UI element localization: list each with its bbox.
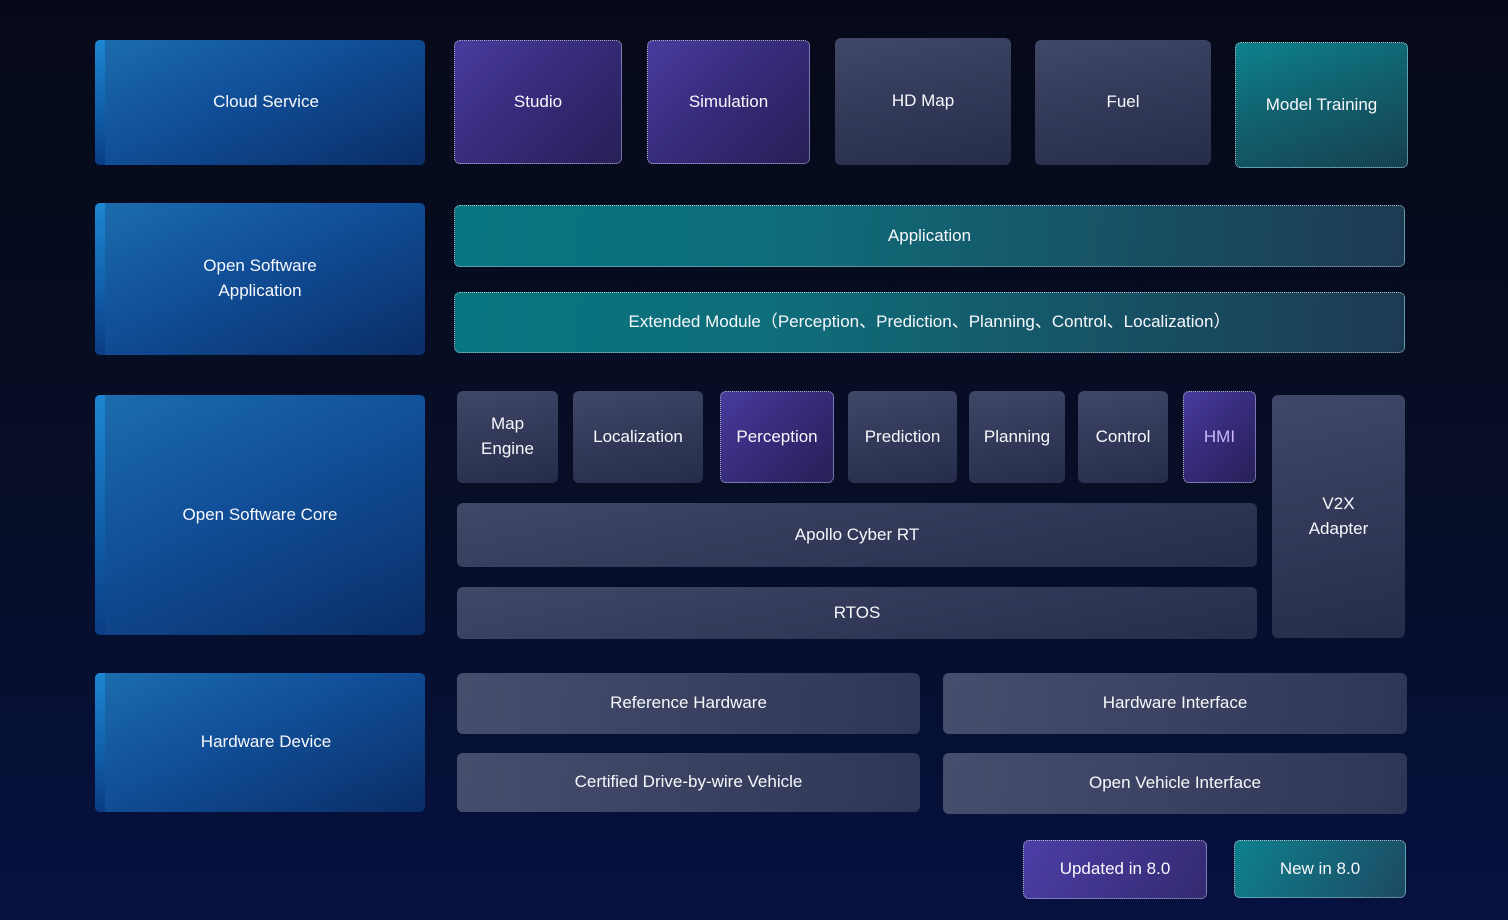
node-planning: Planning: [969, 391, 1065, 483]
node-label: HMI: [1203, 426, 1236, 446]
node-certified-drive-by-wire-vehicle: Certified Drive-by-wire Vehicle: [457, 753, 920, 812]
node-reference-hardware: Reference Hardware: [457, 673, 920, 734]
legend-label: Updated in 8.0: [1059, 859, 1171, 879]
node-label: Map Engine: [481, 414, 534, 458]
node-simulation: Simulation: [647, 40, 810, 164]
layer-block-open-software-application: Open Software Application: [95, 203, 425, 355]
node-rtos: RTOS: [457, 587, 1257, 639]
legend-new-in-8-0: New in 8.0: [1234, 840, 1406, 898]
node-label: Hardware Interface: [1102, 693, 1248, 713]
node-label: Application: [887, 225, 972, 245]
node-hmi: HMI: [1183, 391, 1256, 483]
node-label: RTOS: [833, 602, 881, 622]
node-v2x-adapter: V2X Adapter: [1272, 395, 1405, 638]
node-label: Open Vehicle Interface: [1088, 773, 1261, 793]
node-label: Perception: [736, 426, 818, 446]
node-fuel: Fuel: [1035, 40, 1211, 165]
node-apollo-cyber-rt: Apollo Cyber RT: [457, 503, 1257, 567]
node-perception: Perception: [720, 391, 834, 483]
layer-label: Open Software Application: [203, 256, 317, 300]
node-hd-map: HD Map: [835, 38, 1011, 165]
node-studio: Studio: [454, 40, 622, 164]
node-open-vehicle-interface: Open Vehicle Interface: [943, 753, 1407, 814]
layer-block-hardware-device: Hardware Device: [95, 673, 425, 812]
layer-label: Hardware Device: [200, 732, 332, 752]
node-prediction: Prediction: [848, 391, 957, 483]
node-model-training: Model Training: [1235, 42, 1408, 168]
node-application: Application: [454, 205, 1405, 267]
node-label: Localization: [593, 426, 683, 446]
layer-label: Cloud Service: [213, 92, 319, 112]
node-label: Control: [1095, 426, 1151, 446]
node-label: Extended Module（Perception、Prediction、Pl…: [628, 312, 1231, 332]
node-label: Simulation: [688, 91, 769, 111]
node-label: Fuel: [1106, 92, 1140, 112]
legend-label: New in 8.0: [1279, 858, 1361, 878]
legend-updated-in-8-0: Updated in 8.0: [1023, 840, 1207, 899]
node-map-engine: Map Engine: [457, 391, 558, 483]
accent-bar: [95, 203, 105, 355]
node-localization: Localization: [573, 391, 703, 483]
layer-label: Open Software Core: [182, 504, 338, 524]
accent-bar: [95, 395, 105, 635]
layer-block-open-software-core: Open Software Core: [95, 395, 425, 635]
node-label: Prediction: [864, 426, 941, 446]
node-label: V2X Adapter: [1308, 493, 1369, 538]
node-control: Control: [1078, 391, 1168, 483]
node-label: Studio: [513, 91, 563, 111]
node-label: Apollo Cyber RT: [794, 524, 920, 544]
node-hardware-interface: Hardware Interface: [943, 673, 1407, 734]
layer-block-cloud-service: Cloud Service: [95, 40, 425, 165]
node-label: Certified Drive-by-wire Vehicle: [574, 772, 803, 792]
node-label: Reference Hardware: [610, 693, 767, 713]
accent-bar: [95, 673, 105, 812]
node-label: Planning: [983, 426, 1051, 446]
accent-bar: [95, 40, 105, 165]
node-label: Model Training: [1265, 94, 1378, 114]
node-label: HD Map: [891, 91, 955, 111]
node-extended-module: Extended Module（Perception、Prediction、Pl…: [454, 292, 1405, 353]
